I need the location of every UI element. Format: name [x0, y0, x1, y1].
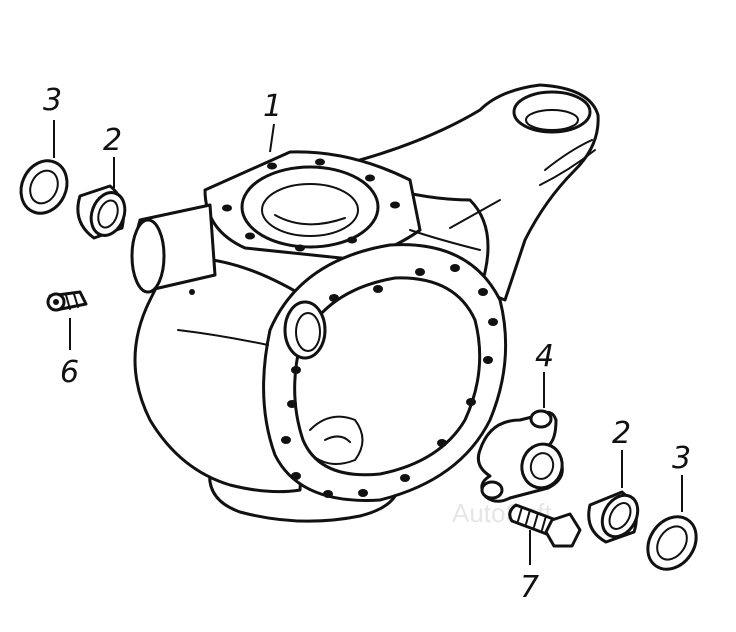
washer-left — [19, 159, 69, 215]
bushing-right — [587, 490, 640, 544]
leader-lines — [53, 120, 683, 565]
callout-bushing-right: 2 — [612, 416, 631, 451]
callout-bushing-left: 2 — [103, 123, 122, 158]
bolt — [508, 503, 582, 548]
callout-knuckle: 1 — [263, 89, 282, 124]
callout-washer-right: 3 — [672, 441, 691, 476]
grease-fitting — [46, 290, 88, 312]
steering-knuckle — [130, 83, 600, 523]
callout-grease-fitting: 6 — [60, 355, 79, 390]
callout-bolt: 7 — [520, 570, 539, 605]
bushing-left — [76, 184, 127, 240]
callout-washer-left: 3 — [43, 83, 62, 118]
cover — [476, 409, 564, 503]
callout-cover: 4 — [535, 339, 554, 374]
washer-right — [646, 515, 698, 571]
